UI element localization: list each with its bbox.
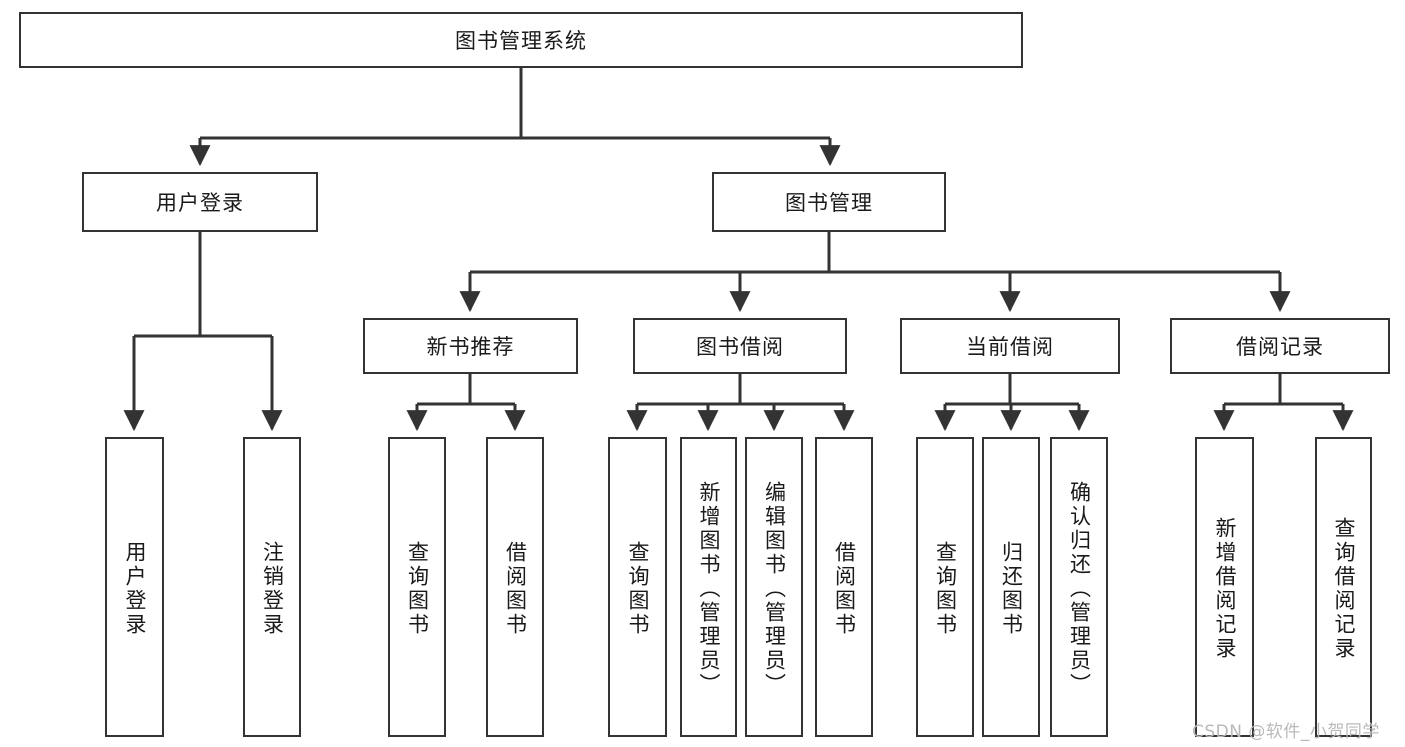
leaf-br-query-record[interactable]: 查询借阅记录 <box>1315 437 1372 737</box>
leaf-bk-add-book-label: 新增图书（管理员） <box>697 481 721 697</box>
leaf-nb-query-book[interactable]: 查询图书 <box>388 437 446 737</box>
node-book-borrow[interactable]: 图书借阅 <box>633 318 847 374</box>
leaf-cb-confirm-return[interactable]: 确认归还（管理员） <box>1050 437 1108 737</box>
leaf-br-query-record-label: 查询借阅记录 <box>1332 517 1356 661</box>
leaf-nb-borrow-book[interactable]: 借阅图书 <box>486 437 544 737</box>
leaf-bk-borrow-book-label: 借阅图书 <box>832 541 857 637</box>
leaf-br-add-record[interactable]: 新增借阅记录 <box>1195 437 1254 737</box>
leaf-cb-return-book-label: 归还图书 <box>999 541 1024 637</box>
leaf-logout-label: 注销登录 <box>260 541 285 637</box>
leaf-bk-edit-book[interactable]: 编辑图书（管理员） <box>745 437 803 737</box>
leaf-user-login[interactable]: 用户登录 <box>105 437 164 737</box>
leaf-br-add-record-label: 新增借阅记录 <box>1213 517 1237 661</box>
leaf-nb-borrow-book-label: 借阅图书 <box>503 541 528 637</box>
node-root-label: 图书管理系统 <box>455 29 587 53</box>
csdn-watermark: CSDN @软件_小贺同学 <box>1192 722 1380 742</box>
leaf-cb-query-book[interactable]: 查询图书 <box>916 437 974 737</box>
node-root[interactable]: 图书管理系统 <box>19 12 1023 68</box>
node-user-login[interactable]: 用户登录 <box>82 172 318 232</box>
leaf-bk-query-book-label: 查询图书 <box>626 541 650 637</box>
node-new-book-recommend-label: 新书推荐 <box>426 335 515 359</box>
leaf-cb-confirm-return-label: 确认归还（管理员） <box>1067 481 1092 697</box>
leaf-nb-query-book-label: 查询图书 <box>405 541 430 637</box>
node-book-manage[interactable]: 图书管理 <box>712 172 946 232</box>
node-book-manage-label: 图书管理 <box>785 191 873 215</box>
leaf-bk-borrow-book[interactable]: 借阅图书 <box>815 437 873 737</box>
leaf-bk-add-book[interactable]: 新增图书（管理员） <box>680 437 737 737</box>
node-borrow-record-label: 借阅记录 <box>1236 335 1324 359</box>
leaf-user-login-label: 用户登录 <box>123 541 147 637</box>
leaf-cb-query-book-label: 查询图书 <box>933 541 958 637</box>
leaf-bk-edit-book-label: 编辑图书（管理员） <box>762 481 787 697</box>
node-user-login-label: 用户登录 <box>156 191 244 215</box>
node-book-borrow-label: 图书借阅 <box>696 335 784 359</box>
leaf-cb-return-book[interactable]: 归还图书 <box>982 437 1040 737</box>
leaf-bk-query-book[interactable]: 查询图书 <box>608 437 667 737</box>
node-borrow-record[interactable]: 借阅记录 <box>1170 318 1390 374</box>
node-new-book-recommend[interactable]: 新书推荐 <box>363 318 578 374</box>
node-current-borrow[interactable]: 当前借阅 <box>900 318 1120 374</box>
node-current-borrow-label: 当前借阅 <box>966 335 1054 359</box>
leaf-logout[interactable]: 注销登录 <box>243 437 301 737</box>
